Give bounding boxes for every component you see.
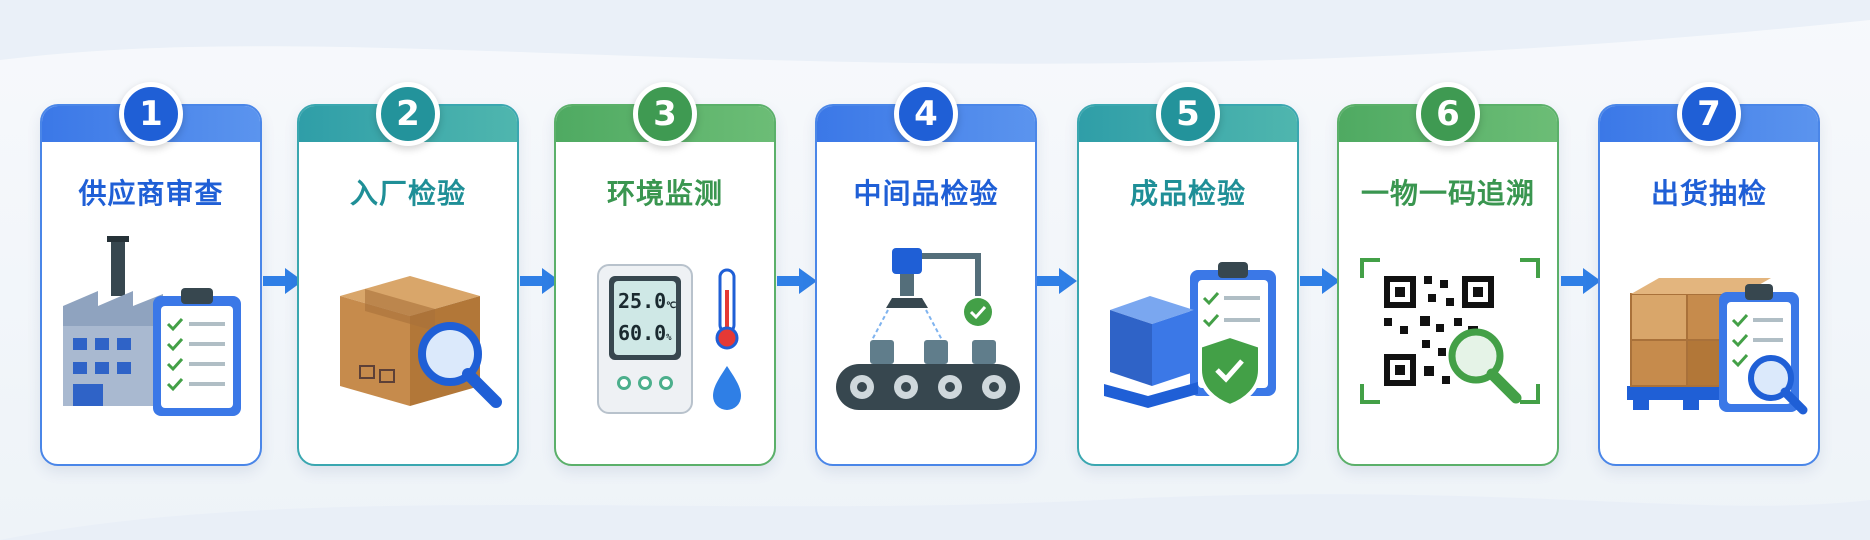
step-title: 环境监测 <box>606 177 723 210</box>
flow-arrow-icon <box>263 268 303 294</box>
qr-trace-icon <box>1360 258 1540 404</box>
step-card-5: 5 成品检验 <box>1077 82 1299 466</box>
step-number-badge: 7 <box>1677 82 1741 146</box>
thermo-hygrometer-icon: 25.0℃ 60.0% <box>567 236 767 426</box>
flow-arrow-icon <box>1037 268 1077 294</box>
flow-arrow-icon <box>1300 268 1340 294</box>
step-title: 一物一码追溯 <box>1360 177 1535 210</box>
pallet-inspection-icon <box>1627 278 1808 415</box>
product-shield-icon <box>1104 262 1276 409</box>
step-number-badge: 4 <box>894 82 958 146</box>
humidity-value: 60.0 <box>618 321 667 345</box>
flow-arrow-icon <box>777 268 817 294</box>
step-title: 中间品检验 <box>853 177 999 210</box>
conveyor-inspection-icon <box>836 248 1020 410</box>
step-card-3: 3 环境监测 25.0℃ 60.0% <box>554 82 776 466</box>
temperature-value: 25.0 <box>618 289 667 313</box>
step-number-badge: 3 <box>633 82 697 146</box>
step-card-6: 6 一物一码追溯 <box>1337 82 1559 466</box>
step-title: 入厂检验 <box>349 177 466 210</box>
step-number-badge: 1 <box>119 82 183 146</box>
step-number-badge: 5 <box>1156 82 1220 146</box>
humidity-unit: % <box>666 333 672 343</box>
step-title: 出货抽检 <box>1650 177 1767 210</box>
step-number-badge: 6 <box>1416 82 1480 146</box>
temperature-unit: ℃ <box>666 301 677 311</box>
step-card-7: 7 出货抽检 <box>1598 82 1820 466</box>
step-card-4: 4 中间品检验 <box>815 82 1037 466</box>
step-title: 供应商审查 <box>78 177 224 210</box>
box-magnifier-icon <box>340 276 502 408</box>
step-card-1: 1 供应商审查 <box>40 82 262 466</box>
step-title: 成品检验 <box>1129 177 1246 210</box>
factory-checklist-icon <box>63 236 241 416</box>
step-card-2: 2 入厂检验 <box>297 82 519 466</box>
flow-arrow-icon <box>520 268 560 294</box>
flow-arrow-icon <box>1561 268 1601 294</box>
step-number-badge: 2 <box>376 82 440 146</box>
